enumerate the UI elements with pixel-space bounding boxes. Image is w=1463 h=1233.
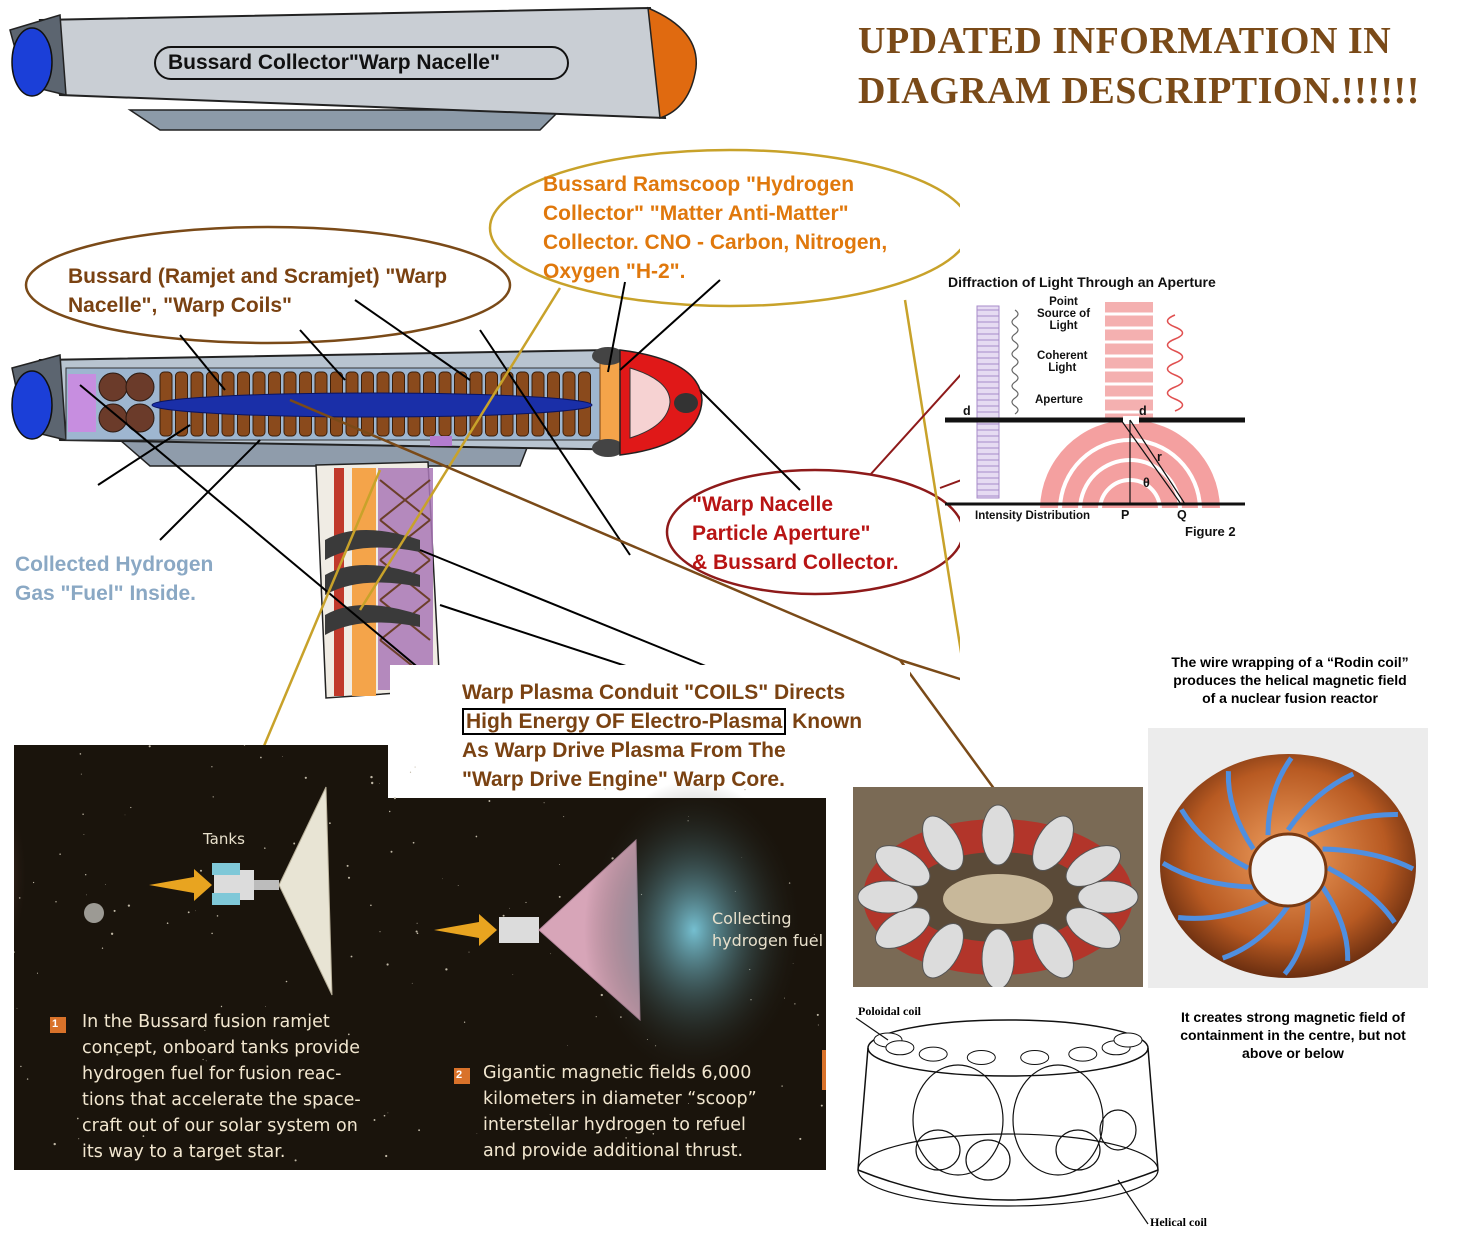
figure-label: Figure 2 — [1185, 524, 1236, 539]
intensity-label: Intensity Distribution — [975, 510, 1090, 522]
rodin-coil-image — [1148, 728, 1428, 988]
theta-label: θ — [1143, 476, 1150, 490]
tokamak-drawing — [848, 1000, 1168, 1228]
title-line-1: UPDATED INFORMATION IN — [858, 20, 1392, 62]
diffraction-drawing — [945, 302, 1245, 509]
collecting-label: Collecting hydrogen fuel — [712, 909, 824, 950]
top-nacelle — [9, 6, 697, 131]
ramscoop-label: Bussard Ramscoop "Hydrogen Collector" "M… — [543, 173, 888, 283]
q-label: Q — [1177, 508, 1187, 522]
coherent-light-label: Coherent Light — [1037, 350, 1088, 374]
tanks-label: Tanks — [203, 830, 245, 848]
r-label: r — [1157, 450, 1162, 464]
step1-number: 1 — [52, 1018, 59, 1030]
step1-text: In the Bussard fusion ramjet concept, on… — [82, 1012, 361, 1162]
ramjet-label: Bussard (Ramjet and Scramjet) "Warp Nace… — [68, 265, 448, 317]
p-label: P — [1121, 508, 1130, 522]
reactor-photo — [853, 787, 1143, 987]
top-nacelle-label: Bussard Collector"Warp Nacelle" — [168, 51, 500, 74]
hydrogen-label: Collected Hydrogen Gas "Fuel" Inside. — [15, 553, 214, 605]
point-source-label: Point Source of Light — [1037, 296, 1091, 332]
poloidal-coil-label: Poloidal coil — [858, 1004, 921, 1018]
space-illustration — [14, 745, 826, 1162]
helical-coil-label: Helical coil — [1150, 1215, 1207, 1229]
aperture-label: "Warp Nacelle Particle Aperture" & Bussa… — [692, 493, 899, 574]
main-nacelle-diagram — [11, 148, 960, 699]
step2-text: Gigantic magnetic fields 6,000 kilometer… — [483, 1063, 757, 1161]
step2-number: 2 — [456, 1069, 463, 1081]
plasma-highlight: High Energy OF Electro-Plasma — [462, 708, 787, 735]
aperture-text: Aperture — [1035, 394, 1083, 406]
d-right: d — [1139, 404, 1147, 418]
plasma-label-backdrop — [390, 665, 910, 800]
title-line-2: DIAGRAM DESCRIPTION.!!!!!! — [858, 70, 1420, 112]
page-title: UPDATED INFORMATION IN DIAGRAM DESCRIPTI… — [858, 16, 1458, 116]
diffraction-figure: Diffraction of Light Through an Aperture… — [945, 270, 1250, 545]
rodin-caption-bottom: It creates strong magnetic field of cont… — [1180, 1009, 1406, 1061]
rodin-caption-top: The wire wrapping of a “Rodin coil” prod… — [1171, 654, 1409, 706]
d-left: d — [963, 404, 971, 418]
diffraction-title: Diffraction of Light Through an Aperture — [948, 274, 1216, 290]
plasma-conduit-label: Warp Plasma Conduit "COILS" Directs High… — [462, 681, 863, 791]
